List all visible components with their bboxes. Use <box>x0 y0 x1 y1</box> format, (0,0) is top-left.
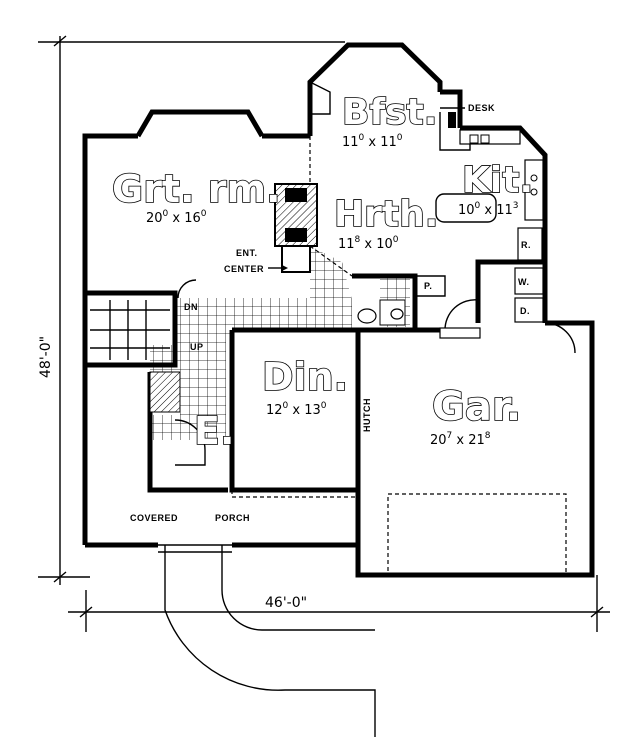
breakfast-name: Bfst. <box>342 92 437 133</box>
entry-name: E. <box>194 409 234 453</box>
dining-name: Din. <box>262 355 348 399</box>
room-kitchen: Kit. 100 x 113 <box>458 159 534 218</box>
breakfast-dims: 110 x 110 <box>342 133 403 150</box>
room-dining: Din. 120 x 130 <box>261 354 349 418</box>
doors <box>149 81 576 466</box>
ent-center-label-2: CENTER <box>224 264 264 274</box>
fireplace <box>274 183 318 273</box>
hearth-dims: 118 x 100 <box>338 235 399 252</box>
hearth-name: Hrth. <box>334 194 438 235</box>
porch-label-1: COVERED <box>130 513 178 523</box>
great-room-name: Grt. rm. <box>112 167 281 211</box>
dimension-lines <box>38 35 610 632</box>
room-great-room: Grt. rm. 200 x 160 <box>111 166 281 226</box>
room-hearth: Hrth. 118 x 100 <box>333 193 439 252</box>
washer-label: W. <box>518 277 530 287</box>
refrigerator-label: R. <box>521 240 531 250</box>
walkway <box>158 544 376 737</box>
annotations: DESK ENT. CENTER DN UP HUTCH COVERED POR… <box>130 103 531 523</box>
kitchen-counters <box>435 112 544 323</box>
overall-height-label: 48'-0" <box>38 336 54 378</box>
pantry-label: P. <box>424 281 432 291</box>
desk-label: DESK <box>468 103 495 113</box>
kitchen-name: Kit. <box>462 160 533 201</box>
room-entry: E. <box>193 408 235 454</box>
ent-center-label-1: ENT. <box>236 248 258 258</box>
stair-down-label: DN <box>184 302 198 312</box>
dryer-label: D. <box>520 306 530 316</box>
room-garage: Gar. 207 x 218 <box>430 383 522 448</box>
garage-dims: 207 x 218 <box>430 431 491 448</box>
porch-label-2: PORCH <box>215 513 250 523</box>
great-room-dims: 200 x 160 <box>146 209 207 226</box>
dining-dims: 120 x 130 <box>266 401 327 418</box>
overall-width-label: 46'-0" <box>265 595 307 611</box>
hutch-label: HUTCH <box>362 398 372 432</box>
stair-up-label: UP <box>190 342 204 352</box>
walls <box>82 42 595 578</box>
room-breakfast: Bfst. 110 x 110 <box>341 91 438 150</box>
garage-name: Gar. <box>432 384 521 430</box>
kitchen-dims: 100 x 113 <box>458 201 519 218</box>
